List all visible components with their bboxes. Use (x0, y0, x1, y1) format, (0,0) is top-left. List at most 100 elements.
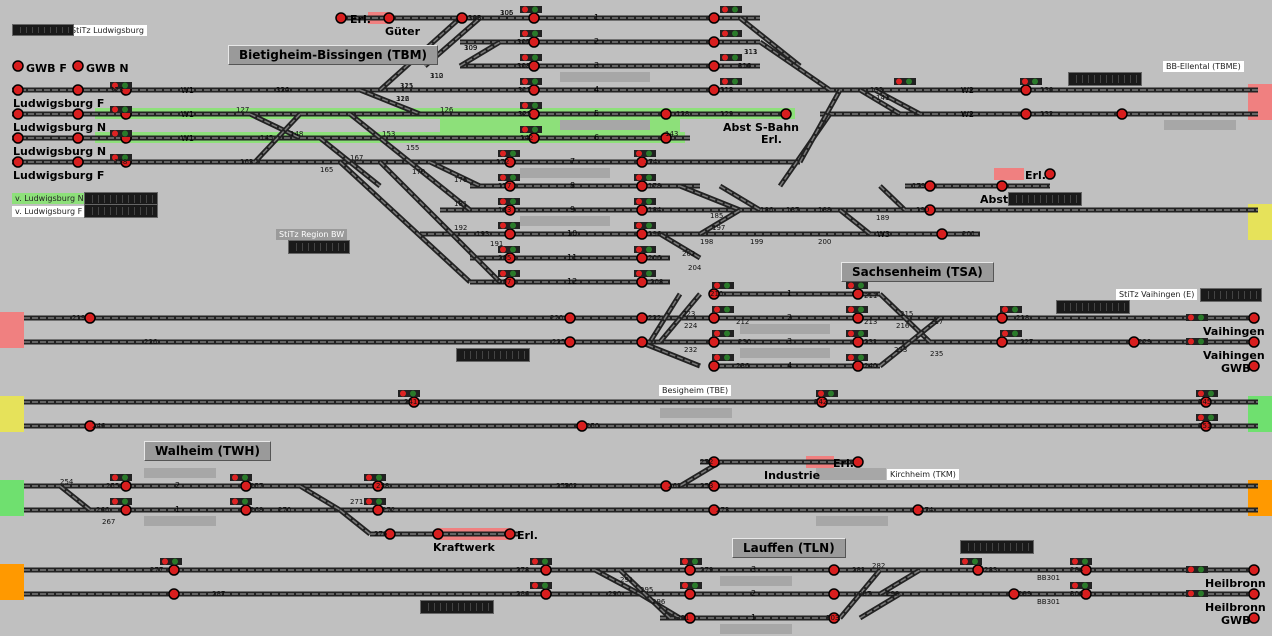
signal-number[interactable]: 148 (290, 130, 304, 138)
signal-number[interactable]: 219 (72, 314, 86, 322)
signal-number[interactable]: 119 (738, 62, 752, 70)
signal-number[interactable]: 271 (350, 498, 364, 506)
signal-number[interactable]: 181 (454, 200, 468, 208)
signal-number[interactable]: 177 (498, 182, 512, 190)
signal-number[interactable]: 310 (430, 72, 444, 80)
signal-number[interactable]: 193 (476, 230, 490, 238)
signal-number[interactable]: 167 (350, 154, 364, 162)
signal-number[interactable]: 291 (620, 576, 634, 584)
signal-number[interactable]: 307 (517, 38, 531, 46)
signal-number[interactable]: 266 (96, 506, 110, 514)
signal-number[interactable]: 312 (518, 86, 532, 94)
signal-number[interactable]: 109 (464, 44, 478, 52)
signal-number[interactable]: 141 (876, 94, 890, 102)
signal-number[interactable]: 321 (518, 110, 532, 118)
signal-number[interactable]: 224 (684, 322, 698, 330)
signal-number[interactable]: 281 (852, 566, 866, 574)
signal-number[interactable]: 153 (382, 130, 396, 138)
signal-number[interactable]: 190 (916, 206, 930, 214)
signal-number[interactable]: 185 (710, 212, 724, 220)
signal-number[interactable]: 207 (498, 278, 512, 286)
signal-number[interactable]: 183 (498, 206, 512, 214)
signal-number[interactable]: 277 (150, 566, 164, 574)
signal-number[interactable]: 211 (864, 292, 878, 300)
signal-number[interactable]: 241 (404, 398, 418, 406)
signal-number[interactable]: 299 (1018, 590, 1032, 598)
signal-number[interactable]: 215 (900, 310, 914, 318)
signal-number[interactable]: 130 (1040, 86, 1054, 94)
signal-number[interactable]: 308 (517, 62, 531, 70)
signal-number[interactable]: 230 (738, 338, 752, 346)
signal-number[interactable]: 287 (212, 590, 226, 598)
signal-number[interactable]: 155 (406, 144, 420, 152)
signal-number[interactable]: 187 (786, 206, 800, 214)
signal-number[interactable]: 262 (564, 482, 578, 490)
signal-number[interactable]: 232 (684, 346, 698, 354)
signal-number[interactable]: 208 (650, 278, 664, 286)
signal-number[interactable]: 235 (930, 350, 944, 358)
signal-number[interactable]: 191 (490, 240, 504, 248)
signal-number[interactable]: 236 (736, 362, 750, 370)
signal-number[interactable]: 258 (376, 482, 390, 490)
signal-number[interactable]: 295 (640, 586, 654, 594)
signal-number[interactable]: 298 (886, 590, 900, 598)
signal-number[interactable]: 303 (826, 614, 840, 622)
signal-number[interactable]: 186 (760, 206, 774, 214)
signal-number[interactable]: 198 (700, 238, 714, 246)
signal-number[interactable]: 188 (818, 206, 832, 214)
signal-number[interactable]: 197 (712, 224, 726, 232)
signal-number[interactable]: 105 (500, 9, 514, 17)
signal-number[interactable]: 272 (382, 506, 396, 514)
signal-number[interactable]: 279 (700, 566, 714, 574)
signal-number[interactable]: 255 (106, 482, 120, 490)
signal-number[interactable]: 178 (648, 182, 662, 190)
signal-number[interactable]: 125 (518, 110, 532, 118)
signal-number[interactable]: 117 (518, 86, 532, 94)
signal-number[interactable]: 128 (676, 110, 690, 118)
signal-number[interactable]: 286 (516, 590, 530, 598)
signal-number[interactable]: 251 (1198, 422, 1212, 430)
signal-number[interactable]: 274 (920, 506, 934, 514)
signal-number[interactable]: 133 (870, 86, 884, 94)
signal-number[interactable]: 176 (454, 176, 468, 184)
signal-number[interactable]: 305 (468, 14, 482, 22)
signal-number[interactable]: 231 (864, 338, 878, 346)
signal-number[interactable]: 270 (278, 506, 292, 514)
signal-number[interactable]: 314 (738, 62, 752, 70)
signal-number[interactable]: 196 (648, 230, 662, 238)
signal-number[interactable]: 103 (468, 14, 482, 22)
signal-number[interactable]: 184 (648, 206, 662, 214)
signal-number[interactable]: 257 (250, 482, 264, 490)
signal-number[interactable]: 179 (912, 182, 926, 190)
signal-number[interactable]: 313 (720, 86, 734, 94)
signal-number[interactable]: 170 (412, 168, 426, 176)
signal-number[interactable]: 284 (1070, 566, 1084, 574)
signal-number[interactable]: 276 (374, 530, 388, 538)
signal-number[interactable]: 174 (644, 158, 658, 166)
signal-number[interactable]: 233 (894, 346, 908, 354)
signal-number[interactable]: 229 (1138, 338, 1152, 346)
signal-number[interactable]: 273 (716, 506, 730, 514)
signal-number[interactable]: 220 (550, 314, 564, 322)
signal-number[interactable]: 226 (144, 338, 158, 346)
signal-number[interactable]: 205 (498, 254, 512, 262)
signal-number[interactable]: 259 (556, 482, 570, 490)
signal-number[interactable]: 283 (984, 566, 998, 574)
signal-number[interactable]: 296 (652, 598, 666, 606)
signal-number[interactable]: 311 (744, 48, 758, 56)
signal-number[interactable]: 309 (464, 44, 478, 52)
signal-number[interactable]: 126 (440, 106, 454, 114)
signal-number[interactable]: 223 (682, 310, 696, 318)
signal-number[interactable]: 123 (110, 86, 124, 94)
signal-number[interactable]: 108 (517, 62, 531, 70)
signal-number[interactable]: 143 (665, 130, 679, 138)
signal-number[interactable]: 320 (276, 86, 290, 94)
signal-number[interactable]: 227 (1020, 338, 1034, 346)
signal-number[interactable]: 317 (110, 86, 124, 94)
signal-number[interactable]: 121 (400, 82, 414, 90)
signal-number[interactable]: 172 (496, 158, 510, 166)
signal-number[interactable]: 165 (320, 166, 334, 174)
signal-number[interactable]: 290 (608, 590, 622, 598)
signal-number[interactable]: 163 (240, 158, 254, 166)
signal-number[interactable]: 112 (430, 72, 444, 80)
